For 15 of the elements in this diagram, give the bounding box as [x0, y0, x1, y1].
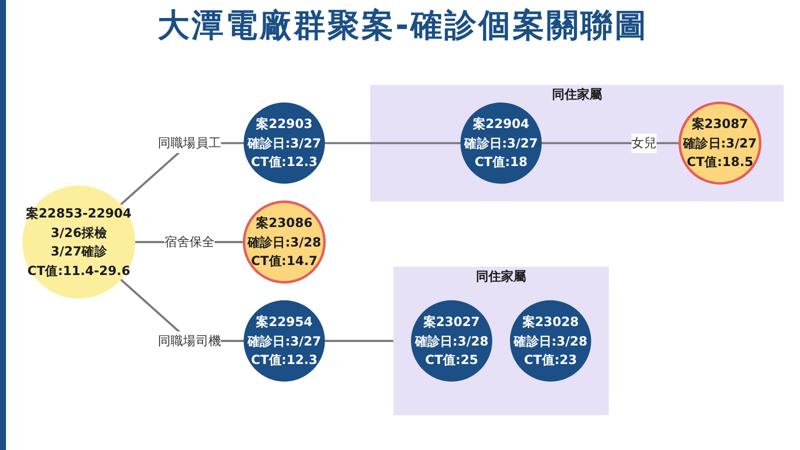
node-circle: 案23086 確診日:3/28 CT值:14.7: [242, 200, 326, 284]
connector: [324, 340, 394, 342]
node-circle: 案22903 確診日:3/27 CT值:12.3: [244, 102, 325, 184]
node-circle: 案22904 確診日:3/27 CT值:18: [460, 102, 542, 184]
edge-label: 女兒: [631, 135, 657, 150]
node-circle: 案22853-22904 3/26採檢 3/27確診 CT值:11.4-29.6: [22, 186, 136, 299]
node-circle: 案23028 確診日:3/28 CT值:23: [510, 300, 592, 382]
node-circle: 案23027 確診日:3/28 CT值:25: [410, 300, 492, 382]
edge-label: 同職場員工: [158, 135, 221, 150]
diagram-title: 大潭電廠群聚案-確診個案關聯圖: [156, 5, 650, 46]
edge-label: 同職場司機: [158, 333, 221, 348]
node-circle: 案23087 確診日:3/27 CT值:18.5: [678, 102, 762, 185]
node-circle: 案22954 確診日:3/27 CT值:12.3: [244, 300, 325, 382]
edge-label: 宿舍保全: [164, 234, 215, 250]
connector: [324, 142, 461, 144]
